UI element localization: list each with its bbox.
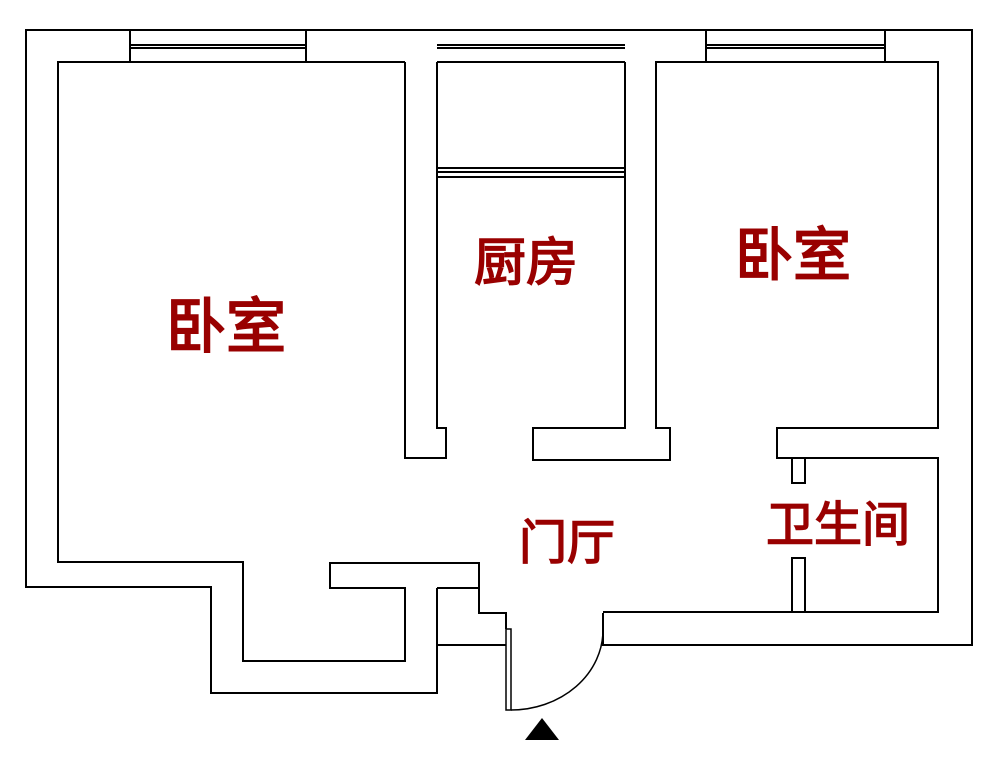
bathroom-door-jamb-bottom [791, 557, 806, 612]
bedroom-left-right-wall [404, 62, 447, 459]
door-leaf[interactable] [505, 628, 512, 711]
kitchen-wall [532, 61, 939, 613]
entrance-door[interactable] [505, 628, 604, 711]
walls [25, 29, 973, 694]
entrance-arrow-icon [525, 718, 559, 740]
bedroom-left-inner [57, 61, 507, 662]
room-label-kitchen: 厨房 [473, 232, 579, 294]
kitchen-counter [437, 167, 625, 178]
room-label-hall: 门厅 [518, 515, 616, 571]
window-kitchen [437, 44, 625, 63]
window-right [705, 30, 886, 62]
bathroom-door-jamb-top [791, 458, 806, 484]
window-left [129, 30, 307, 62]
windows [129, 30, 886, 63]
room-label-bedroom-right: 卧室 [734, 221, 852, 289]
outer-wall [25, 29, 973, 694]
room-label-bathroom: 卫生间 [765, 497, 911, 553]
closet-wall [436, 587, 479, 645]
door-swing-arc [510, 629, 604, 711]
room-label-bedroom-left: 卧室 [166, 292, 286, 363]
